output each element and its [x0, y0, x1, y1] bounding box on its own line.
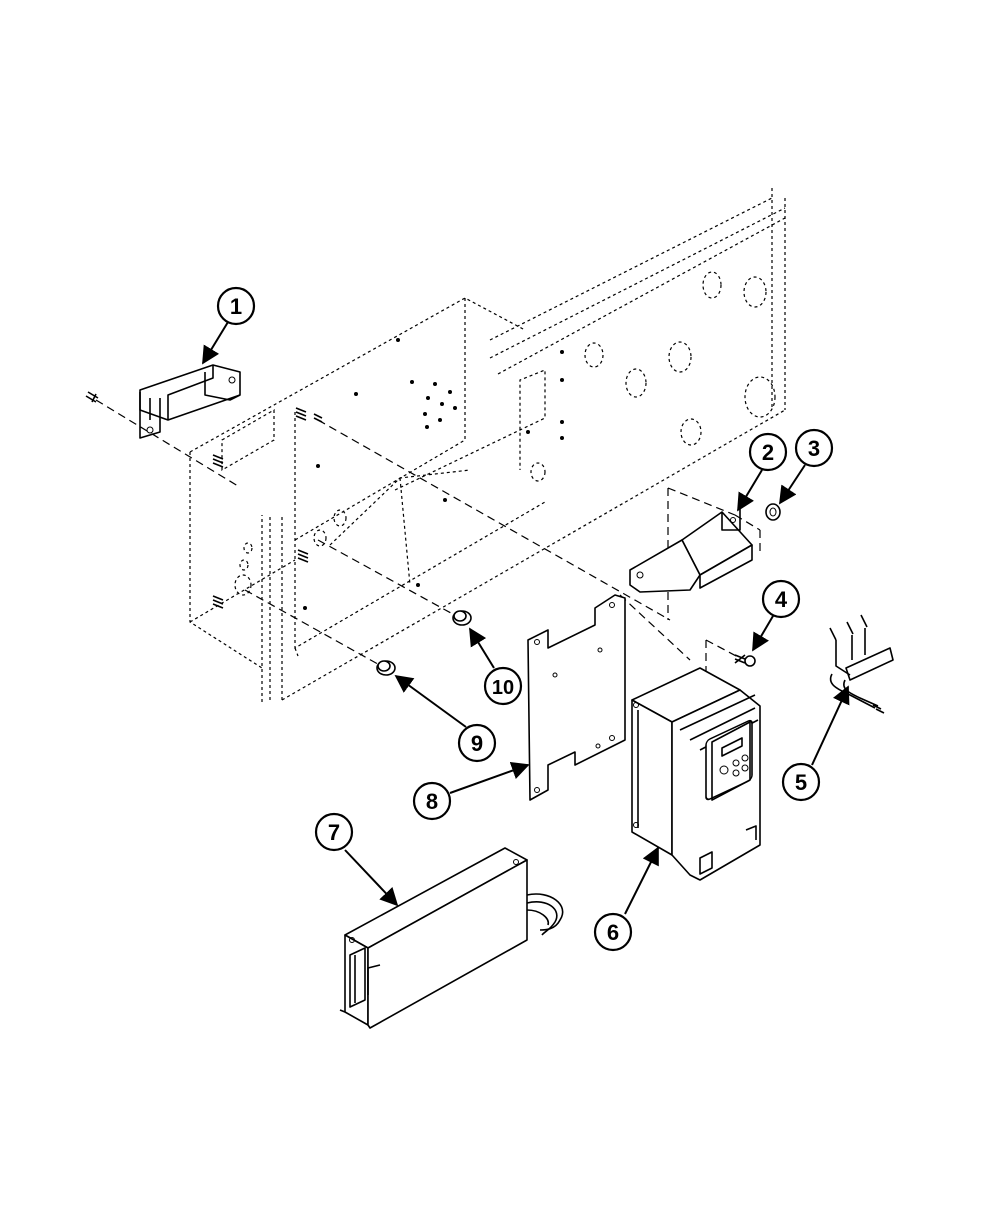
callout-9-label: 9: [471, 731, 483, 756]
panel-holes: [303, 338, 564, 610]
callout-1-label: 1: [230, 294, 242, 319]
callout-9: 9: [459, 725, 495, 761]
callout-4: 4: [763, 581, 799, 617]
nut-part-3: [766, 504, 780, 520]
callout-7-label: 7: [328, 820, 340, 845]
callout-2: 2: [750, 434, 786, 470]
bracket-part-1: [140, 365, 240, 438]
screw-part-4: [735, 655, 755, 666]
bushing-part-9: [377, 661, 395, 675]
callout-5-label: 5: [795, 770, 807, 795]
callout-7: 7: [316, 814, 352, 850]
callout-6-label: 6: [607, 920, 619, 945]
callout-10-label: 10: [492, 677, 514, 699]
callout-5: 5: [783, 764, 819, 800]
callout-3: 3: [796, 430, 832, 466]
mounting-plate-part-8: [528, 595, 625, 800]
callout-10: 10: [485, 668, 521, 704]
assembly-lines: [96, 400, 760, 680]
terminal-block-part-5: [830, 615, 893, 713]
bushing-part-10: [453, 611, 471, 625]
callout-6: 6: [595, 914, 631, 950]
callout-2-label: 2: [762, 440, 774, 465]
callout-4-label: 4: [775, 587, 788, 612]
cover-bracket-part-2: [630, 508, 752, 592]
callout-8: 8: [414, 783, 450, 819]
back-panel-enclosure: [190, 188, 785, 702]
callout-1: 1: [218, 288, 254, 324]
callout-8-label: 8: [426, 789, 438, 814]
drive-unit-part-6: [632, 668, 760, 880]
callout-3-label: 3: [808, 436, 820, 461]
mounting-studs: [213, 408, 322, 608]
filter-box-part-7: [340, 848, 563, 1028]
